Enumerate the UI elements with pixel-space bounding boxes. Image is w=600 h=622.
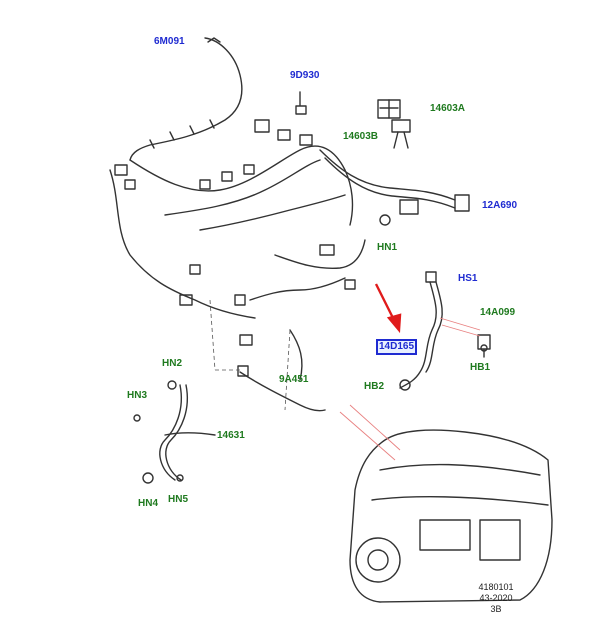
tube-12a690 xyxy=(319,149,456,201)
bolt-hb1 xyxy=(480,344,488,352)
callout-hb2: HB2 xyxy=(364,381,385,392)
nut-hn1 xyxy=(379,214,391,226)
callout-hn4: HN4 xyxy=(138,498,159,509)
harness-6m091 xyxy=(129,37,243,161)
callout-hb1: HB1 xyxy=(470,362,491,373)
highlight-arrow xyxy=(374,283,402,334)
harness-9a451 xyxy=(239,371,326,412)
bolt-hb2 xyxy=(399,379,411,391)
callout-14a099: 14A099 xyxy=(480,307,516,318)
callout-12a690: 12A690 xyxy=(482,200,518,211)
callout-hn2: HN2 xyxy=(162,358,183,369)
reference-line-3: 3B xyxy=(490,604,502,614)
callout-14631: 14631 xyxy=(217,430,245,441)
callout-14603a: 14603A xyxy=(430,103,466,114)
bolt-hn2 xyxy=(167,380,177,390)
callout-14603b: 14603B xyxy=(343,131,379,142)
connector-14a099 xyxy=(477,334,491,358)
callout-9d930: 9D930 xyxy=(290,70,320,81)
callout-hn5: HN5 xyxy=(168,494,189,505)
harness-14631 xyxy=(159,384,182,481)
sensor-9d930 xyxy=(295,91,307,115)
bolt-hn5 xyxy=(176,474,184,482)
callout-hn3: HN3 xyxy=(127,390,148,401)
callout-hs1: HS1 xyxy=(458,273,478,284)
clip-14603b xyxy=(391,119,411,133)
engine-outline xyxy=(349,429,553,603)
bolt-hn3 xyxy=(133,414,141,422)
callout-9a451: 9A451 xyxy=(279,374,309,385)
callout-hn1: HN1 xyxy=(377,242,398,253)
callout-6m091: 6M091 xyxy=(154,36,185,47)
callout-14d165-highlighted[interactable]: 14D165 xyxy=(376,339,418,355)
main-harness-trunk xyxy=(109,169,256,319)
harness-14d165 xyxy=(399,281,437,389)
reference-line-2: 43-2020 xyxy=(479,593,513,603)
reference-line-1: 4180101 xyxy=(478,582,514,592)
reference-code: 4180101 43-2020 3B xyxy=(468,582,524,615)
nut-hn4 xyxy=(142,472,154,484)
